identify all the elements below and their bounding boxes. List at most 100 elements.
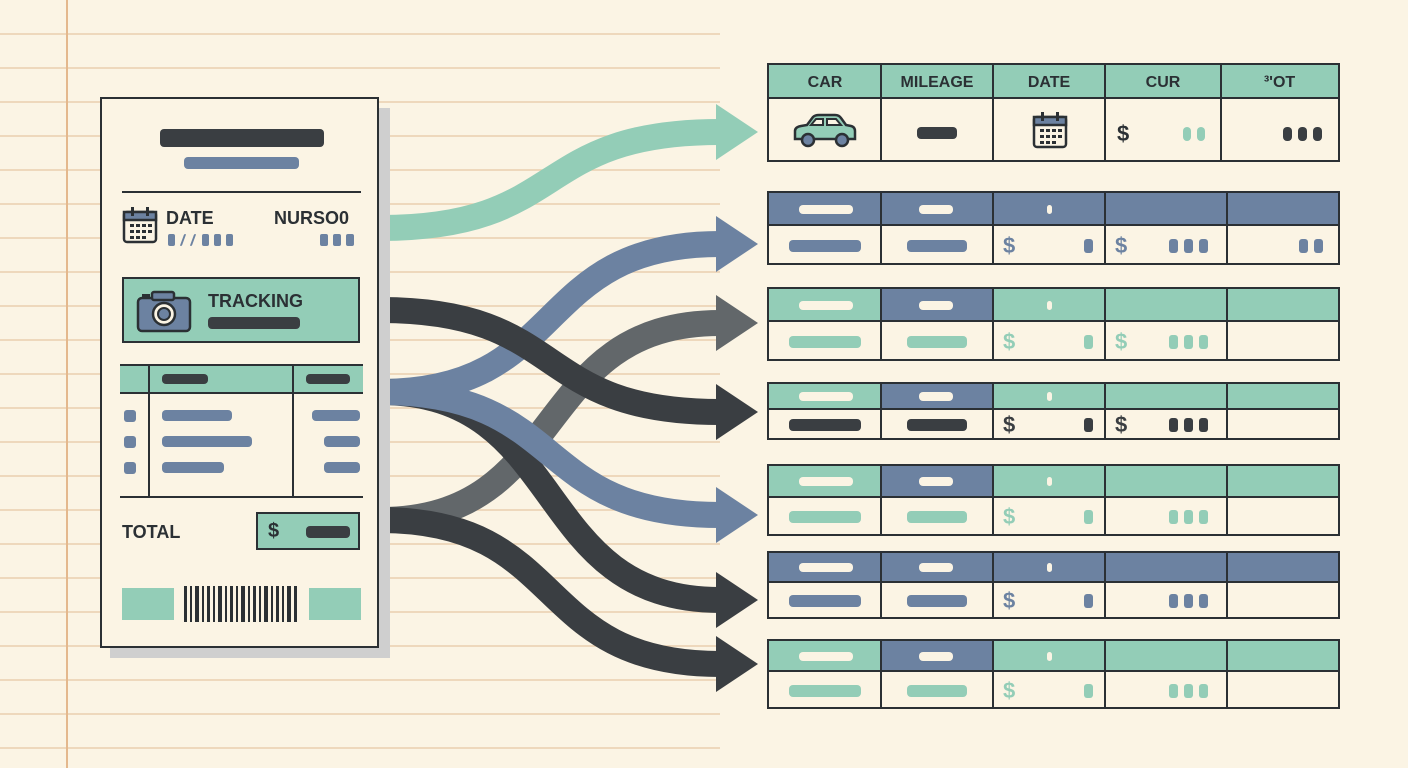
column-divider [992,384,994,438]
column-divider [1226,641,1228,707]
dollar-sign: $ [1003,678,1016,703]
arrow-head [716,487,758,543]
date-section: DATE NURSO0 [102,194,377,254]
header-row [769,65,1338,99]
column-divider [1104,193,1106,263]
flow-arrow [379,379,758,543]
total-amount-box: $ [256,512,360,550]
column-divider [1226,553,1228,617]
total-label: TOTAL [122,522,181,542]
item-price-placeholder [324,436,360,447]
ledger-header-cell [1227,553,1338,583]
flow-arrow [379,104,758,241]
dollar-sign: $ [1115,412,1128,437]
column-divider [880,553,882,617]
ledger-value-placeholder [907,240,967,252]
column-divider [880,641,882,707]
item-name-placeholder [162,462,224,473]
amount-placeholder [1084,510,1093,524]
column-cur: CUR [1145,74,1181,91]
ledger-value-placeholder [907,419,967,431]
ledger-row-1: $$ [767,191,1340,265]
amount-placeholder [1084,239,1093,253]
column-divider [880,384,882,438]
total-amount-placeholder [306,526,350,538]
barcode-icon [184,586,297,622]
column-divider [1104,553,1106,617]
column-date: DATE [1027,74,1071,91]
arrow-head [716,104,758,160]
column-divider [992,553,994,617]
item-name-placeholder [162,436,252,447]
amount-placeholder [1169,335,1178,349]
ledger-header-cell [1227,641,1338,672]
dollar-sign: $ [1003,412,1016,437]
cur-placeholder [1183,127,1191,141]
item-bullet [124,410,136,422]
arrow-head [716,636,758,692]
amount-placeholder [1169,594,1178,608]
receipt: DATE NURSO0 TRACKING [100,97,379,648]
dollar-sign: $ [1003,504,1016,529]
ledger-value-placeholder [789,685,861,697]
header-label-placeholder [1047,652,1052,661]
column-divider [992,289,994,359]
date-value-placeholder [168,234,248,246]
receipt-subtitle-bar [184,157,299,169]
tot-placeholder [1283,127,1292,141]
amount-placeholder [1199,510,1208,524]
column-divider [1226,384,1228,438]
amount-placeholder [1184,594,1193,608]
ledger-header-cell [1105,641,1227,672]
column-divider [1226,466,1228,534]
header-label-placeholder [1047,477,1052,486]
amount-placeholder [1199,684,1208,698]
amount-placeholder [1184,239,1193,253]
tracking-value-placeholder [208,317,300,329]
total-section: TOTAL $ [102,509,377,559]
header-divider [769,581,1338,583]
ledger-header-cell [1105,289,1227,322]
ledger-value-placeholder [789,419,861,431]
header-label-placeholder [799,301,853,310]
amount-placeholder [1084,684,1093,698]
cur-placeholder [1197,127,1205,141]
ledger-header-cell [1227,289,1338,322]
header-label-placeholder [799,477,853,486]
arrow-head [716,572,758,628]
amount-placeholder [1199,594,1208,608]
column-divider [1104,384,1106,438]
column-tot: ³'OT [1263,74,1296,91]
flow-arrow [379,297,758,440]
header-divider [769,320,1338,322]
ledger-header-cell [1227,384,1338,410]
total-placeholder [1314,239,1323,253]
amount-placeholder [1169,684,1178,698]
header-divider [769,224,1338,226]
receipt-number-label: NURSO0 [274,208,350,228]
tot-placeholder [1298,127,1307,141]
header-label-placeholder [1047,301,1052,310]
ledger-value-placeholder [907,595,967,607]
amount-placeholder [1199,418,1208,432]
ledger-row-2: $$ [767,287,1340,361]
ledger-header-cell [1227,466,1338,498]
ledger-value-placeholder [789,240,861,252]
header-table: CAR MILEAGE DATE CUR ³'OT $ [767,63,1340,162]
date-label: DATE [166,208,214,228]
header-label-placeholder [1047,563,1052,572]
column-divider [1226,193,1228,263]
amount-placeholder [1169,418,1178,432]
ledger-value-placeholder [907,511,967,523]
ledger-value-placeholder [789,511,861,523]
header-label-placeholder [799,563,853,572]
header-label-placeholder [919,652,953,661]
dollar-sign: $ [1115,329,1128,354]
tracking-label: TRACKING [208,291,303,311]
amount-placeholder [1084,335,1093,349]
mileage-placeholder [917,127,957,139]
column-divider [1104,466,1106,534]
header-label-placeholder [919,563,953,572]
